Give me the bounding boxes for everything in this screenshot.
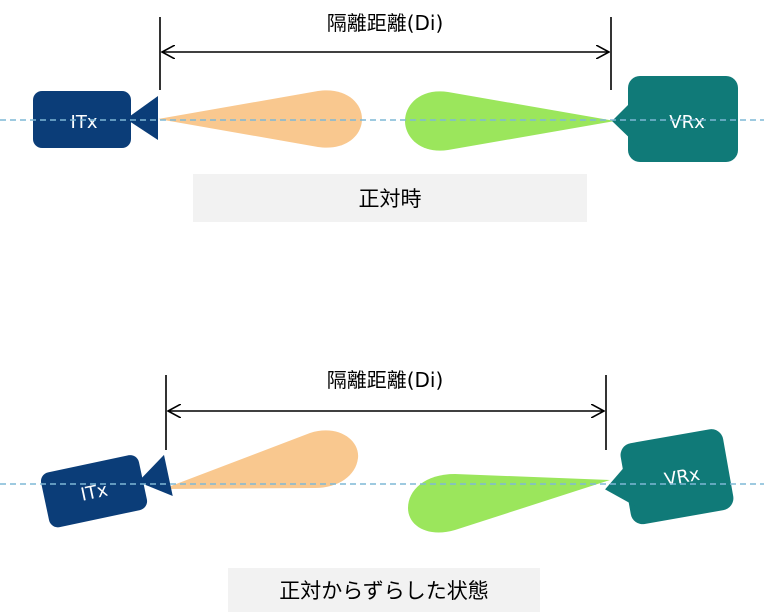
caption-offset-state: 正対からずらした状態	[228, 568, 540, 612]
tx-antenna: ITx	[40, 454, 173, 528]
offset-panel: 隔離距離(Di) ITx VRx	[0, 368, 764, 533]
rx-label: VRx	[669, 112, 705, 133]
tx-beam-lobe	[158, 90, 362, 148]
distance-label: 隔離距離(Di)	[327, 11, 444, 35]
rx-antenna: VRx	[612, 76, 738, 162]
rx-antenna-body	[620, 429, 734, 525]
rx-beam-lobe	[408, 474, 610, 533]
tx-label: ITx	[71, 112, 98, 133]
tx-antenna-horn	[126, 96, 158, 140]
rx-antenna-body	[628, 76, 738, 162]
caption-aligned-state: 正対時	[193, 174, 587, 222]
rx-antenna: VRx	[605, 429, 734, 525]
tx-beam-lobe	[163, 430, 359, 489]
tx-antenna-horn	[138, 454, 173, 496]
rx-beam-lobe	[405, 91, 615, 151]
tx-antenna-body	[40, 455, 148, 528]
aligned-panel: 隔離距離(Di) ITx VRx	[0, 11, 764, 162]
distance-label: 隔離距離(Di)	[327, 368, 444, 392]
